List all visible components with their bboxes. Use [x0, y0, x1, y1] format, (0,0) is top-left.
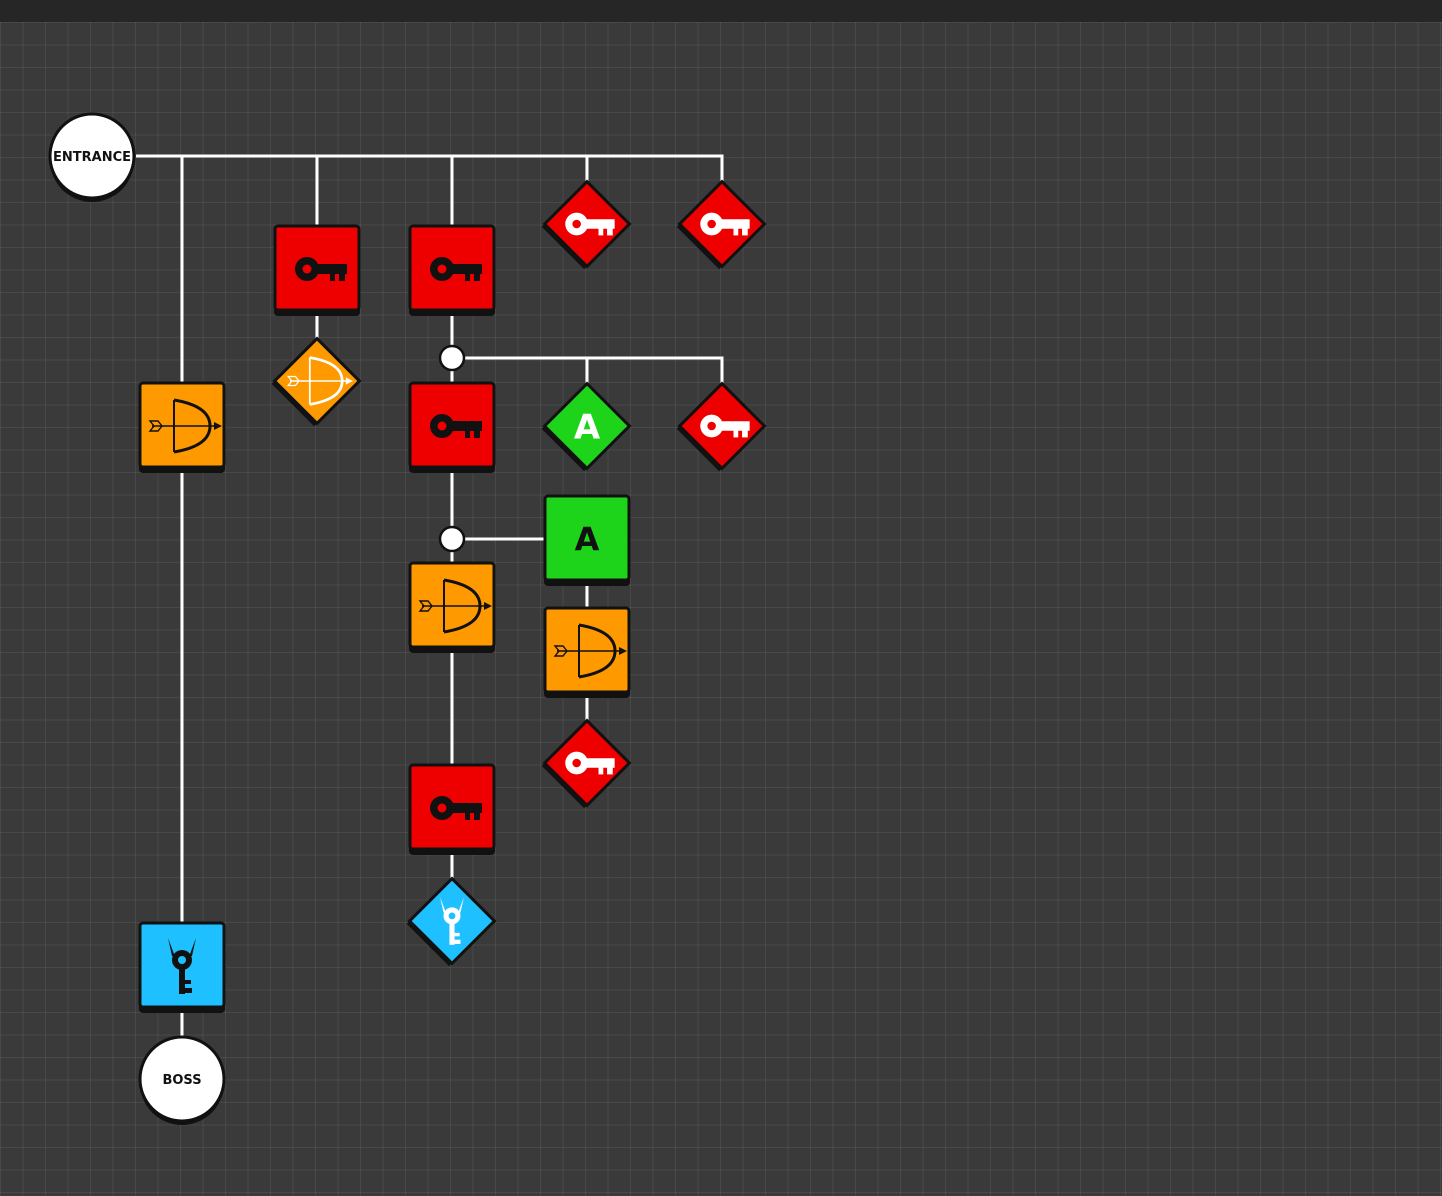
- bow-icon: [553, 623, 627, 679]
- key-lock-3-node[interactable]: [408, 381, 496, 473]
- key-icon: [295, 257, 347, 281]
- boss-key-icon: [440, 897, 464, 945]
- junction-2-node: [438, 525, 466, 553]
- key-item-3-node[interactable]: [676, 381, 767, 472]
- bow-icon: [148, 398, 222, 454]
- entrance-node[interactable]: ENTRANCE: [48, 112, 136, 202]
- key-lock-1-node[interactable]: [273, 224, 361, 316]
- switch-item-node[interactable]: A: [541, 381, 632, 472]
- switch-lock-node[interactable]: A: [543, 494, 631, 586]
- top-toolbar: [0, 0, 1442, 22]
- bow-lock-left-node[interactable]: [138, 381, 226, 473]
- boss-node[interactable]: BOSS: [138, 1035, 226, 1125]
- boss-key-item-node[interactable]: [406, 876, 497, 967]
- nodes-layer: ENTRANCE BOSS A A: [48, 112, 767, 1125]
- key-icon: [430, 414, 482, 438]
- boss-label: BOSS: [162, 1073, 201, 1088]
- key-icon: [700, 414, 750, 438]
- key-item-4-node[interactable]: [541, 718, 632, 809]
- key-lock-2-node[interactable]: [408, 224, 496, 316]
- key-icon: [430, 257, 482, 281]
- bow-icon: [286, 356, 353, 406]
- bow-item-node[interactable]: [271, 336, 362, 427]
- key-icon: [430, 796, 482, 820]
- key-icon: [700, 212, 750, 236]
- key-item-1-node[interactable]: [541, 179, 632, 270]
- bow-lock-2-node[interactable]: [408, 561, 496, 653]
- dungeon-graph-canvas[interactable]: ENTRANCE BOSS A A: [0, 22, 1442, 1196]
- key-icon: [565, 212, 615, 236]
- key-item-2-node[interactable]: [676, 179, 767, 270]
- bow-icon: [418, 578, 492, 634]
- switch-a-label: A: [574, 407, 601, 447]
- switch-a-label: A: [575, 521, 600, 559]
- junction-1-node: [438, 344, 466, 372]
- boss-lock-node[interactable]: [138, 921, 226, 1013]
- bow-lock-3-node[interactable]: [543, 606, 631, 698]
- dungeon-graph: ENTRANCE BOSS A A: [48, 112, 767, 1125]
- boss-key-icon: [168, 938, 196, 994]
- key-lock-4-node[interactable]: [408, 763, 496, 855]
- key-icon: [565, 751, 615, 775]
- entrance-label: ENTRANCE: [53, 150, 131, 165]
